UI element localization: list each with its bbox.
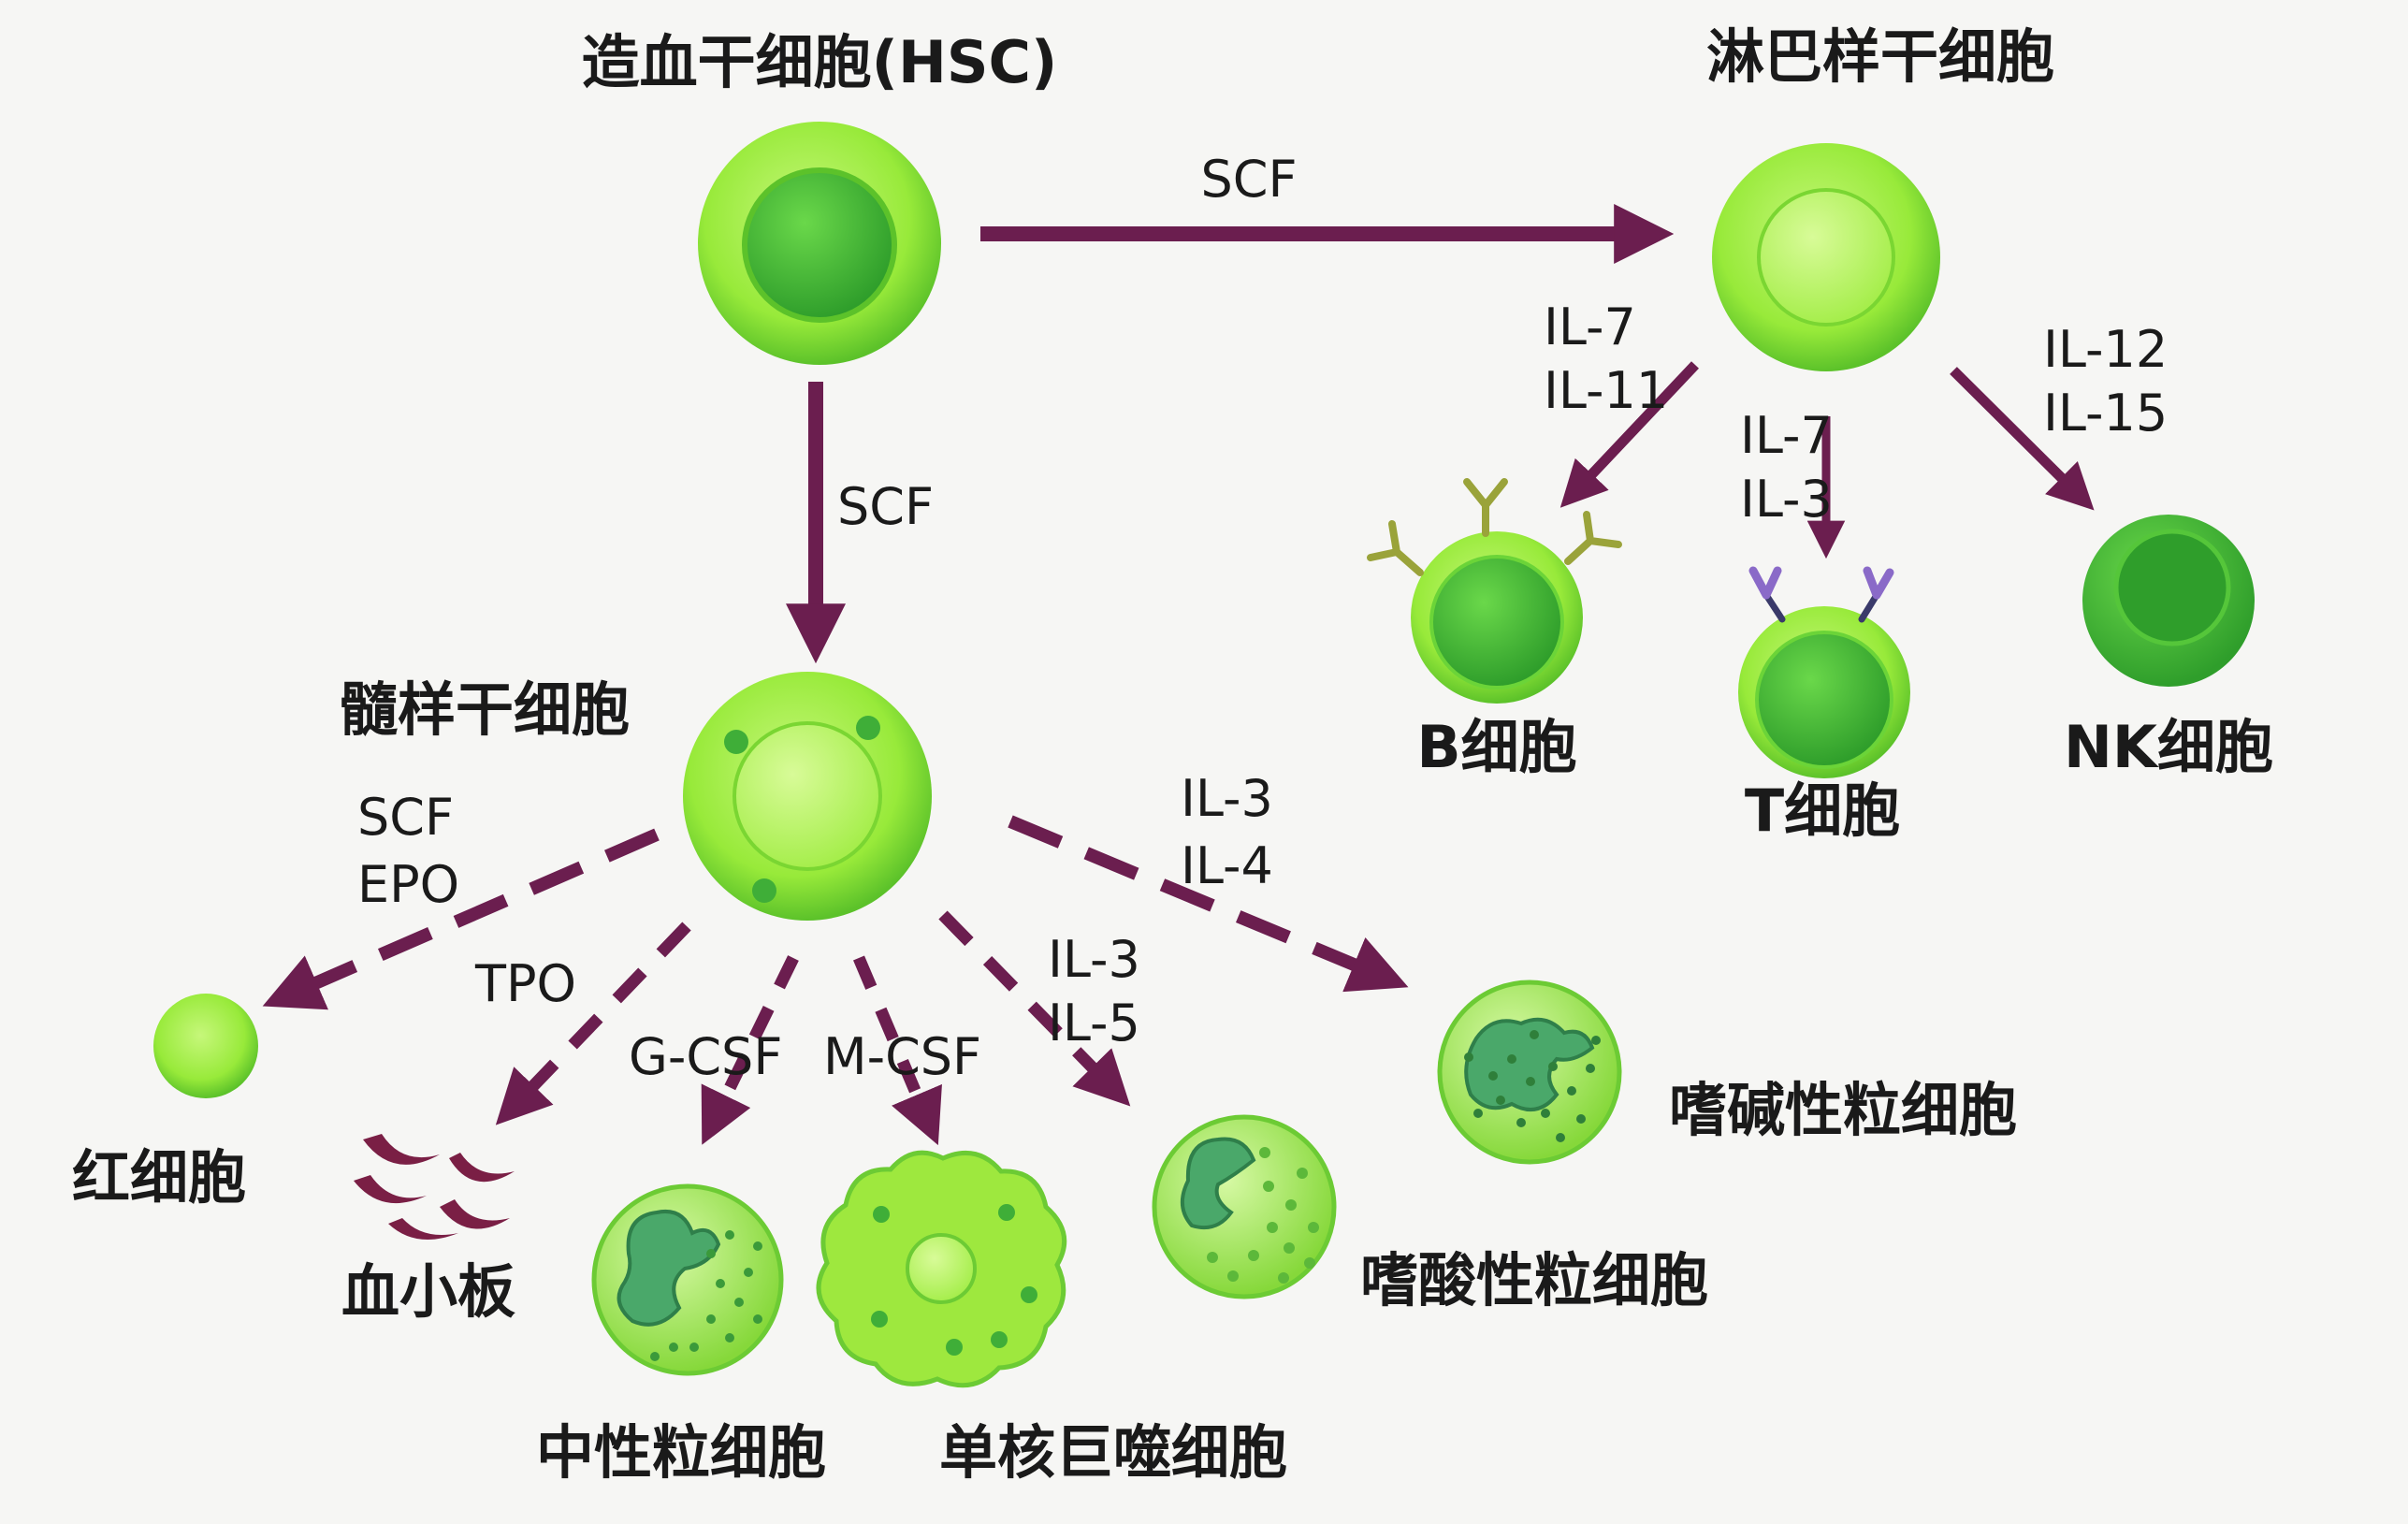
basophil-cell [1437,980,1622,1165]
label-eosinophil: 嗜酸性粒细胞 [1360,1246,1708,1314]
arrows [262,204,2095,1146]
cell-labels: 造血干细胞(HSC) 淋巴样干细胞 髓样干细胞 B细胞 T细胞 NK细胞 红细胞… [72,22,2273,1487]
factor-labels: SCF SCF IL-7 IL-11 IL-7 IL-3 IL-12 IL-15… [357,150,2168,1086]
lymphoid-stem-cell [1712,143,1940,371]
myeloid-stem-cell [683,672,932,921]
factor-nk-cell-1: IL-12 [2043,320,2168,379]
neutrophil-cell [591,1183,784,1376]
factor-neutrophil: G-CSF [629,1027,782,1086]
arrow-to-erythrocyte [262,828,660,1010]
label-macrophage: 单核巨噬细胞 [939,1418,1287,1487]
factor-b-cell-2: IL-11 [1544,361,1668,420]
factor-t-cell-2: IL-3 [1740,470,1833,529]
arrow-to-macrophage [853,955,942,1146]
platelet-cluster [354,1134,515,1241]
factor-basophil-1: IL-3 [1181,769,1273,828]
erythrocyte-cell [153,994,258,1098]
label-platelet: 血小板 [341,1257,515,1326]
factor-b-cell-1: IL-7 [1544,298,1636,356]
macrophage-cell [816,1150,1067,1388]
arrow-to-platelet [495,922,691,1125]
t-cell [1738,566,1910,778]
label-neutrophil: 中性粒细胞 [536,1418,826,1487]
factor-platelet: TPO [474,954,576,1013]
factor-hsc-to-myeloid: SCF [837,477,934,536]
label-erythrocyte: 红细胞 [72,1143,246,1212]
factor-nk-cell-2: IL-15 [2043,384,2168,443]
factor-erythrocyte-1: SCF [357,788,454,847]
label-myeloid-stem-cell: 髓样干细胞 [340,675,630,744]
factor-erythrocyte-2: EPO [357,855,459,914]
arrow-to-eosinophil [938,910,1131,1107]
label-nk-cell: NK细胞 [2064,713,2273,781]
hsc-cell [698,122,941,365]
tcr-receptor-icon [1762,591,1880,623]
label-b-cell: B细胞 [1416,713,1576,781]
factor-eosinophil-2: IL-5 [1048,994,1140,1052]
antibody-receptor-icon [1367,478,1622,576]
label-basophil: 嗜碱性粒细胞 [1669,1076,2017,1144]
factor-t-cell-1: IL-7 [1740,406,1833,465]
label-hsc: 造血干细胞(HSC) [582,28,1058,96]
eosinophil-cell [1152,1114,1337,1299]
factor-macrophage: M-CSF [823,1027,981,1086]
b-cell [1367,478,1622,704]
factor-hsc-to-lymphoid: SCF [1200,150,1297,209]
arrow-to-basophil [1008,815,1409,993]
label-lymphoid-stem-cell: 淋巴样干细胞 [1706,22,2054,91]
arrow-to-nk-cell [1950,367,2095,511]
label-t-cell: T细胞 [1745,777,1900,845]
arrow-to-b-cell [1559,361,1700,508]
nk-cell [2082,515,2255,687]
factor-basophil-2: IL-4 [1181,836,1273,895]
factor-eosinophil-1: IL-3 [1048,930,1140,989]
